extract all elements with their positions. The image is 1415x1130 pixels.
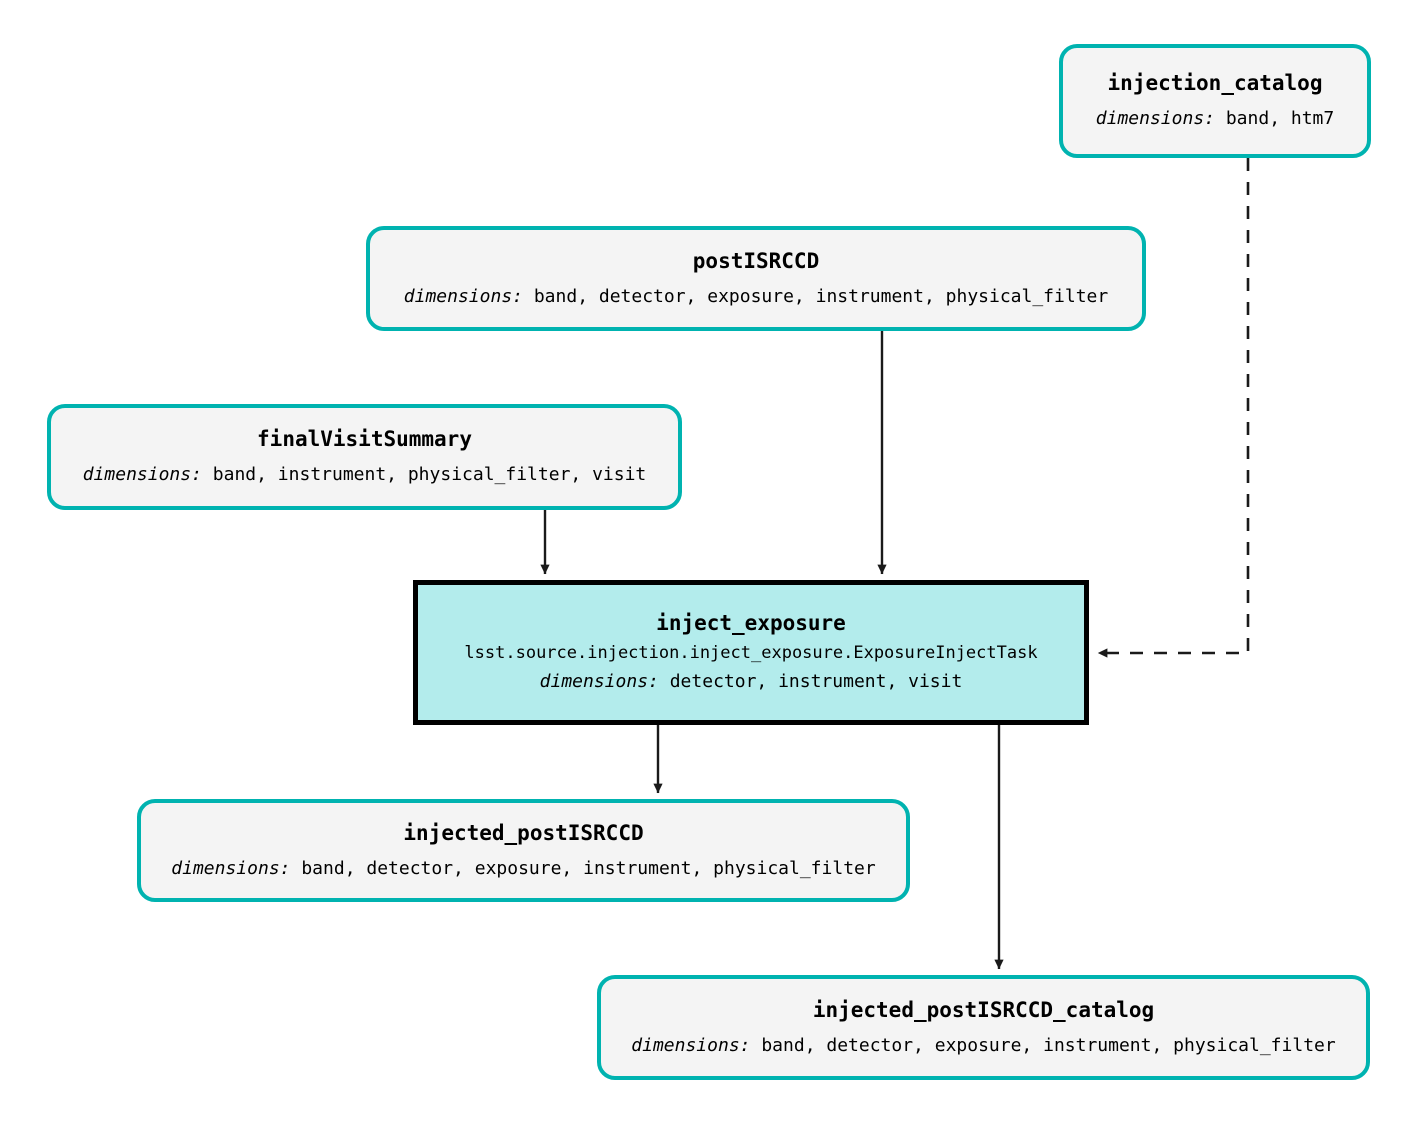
node-injected-postisrccd-catalog[interactable]: injected_postISRCCD_catalog dimensions: …	[597, 975, 1370, 1080]
node-title: postISRCCD	[692, 248, 820, 273]
dimensions-value: detector, instrument, visit	[669, 671, 963, 693]
node-injected-postisrccd[interactable]: injected_postISRCCD dimensions: band, de…	[137, 799, 910, 902]
node-dimensions: dimensions: detector, instrument, visit	[540, 672, 963, 693]
node-title: injected_postISRCCD	[403, 820, 644, 845]
node-title: injected_postISRCCD_catalog	[812, 997, 1155, 1022]
node-inject-exposure[interactable]: inject_exposure lsst.source.injection.in…	[413, 580, 1089, 725]
dimensions-label: dimensions:	[82, 464, 202, 486]
node-dimensions: dimensions: band, instrument, physical_f…	[82, 464, 647, 486]
node-dimensions: dimensions: band, detector, exposure, in…	[403, 285, 1109, 308]
node-finalvisitsummary[interactable]: finalVisitSummary dimensions: band, inst…	[47, 404, 682, 510]
dimensions-value: band, instrument, physical_filter, visit	[212, 464, 647, 486]
dimensions-label: dimensions:	[171, 857, 291, 879]
dimensions-value: band, detector, exposure, instrument, ph…	[761, 1034, 1336, 1056]
node-title: injection_catalog	[1107, 71, 1323, 96]
node-title: finalVisitSummary	[257, 427, 472, 452]
node-dimensions: dimensions: band, detector, exposure, in…	[631, 1034, 1336, 1057]
dimensions-label: dimensions:	[539, 671, 659, 693]
dimensions-value: band, detector, exposure, instrument, ph…	[301, 857, 876, 879]
dimensions-label: dimensions:	[631, 1034, 751, 1056]
node-injection-catalog[interactable]: injection_catalog dimensions: band, htm7	[1059, 44, 1371, 158]
node-title: inject_exposure	[656, 610, 846, 635]
node-class-path: lsst.source.injection.inject_exposure.Ex…	[464, 642, 1038, 663]
node-dimensions: dimensions: band, htm7	[1095, 108, 1335, 130]
dimensions-value: band, htm7	[1225, 108, 1335, 130]
node-postisrccd[interactable]: postISRCCD dimensions: band, detector, e…	[366, 226, 1146, 331]
dimensions-label: dimensions:	[1095, 108, 1215, 130]
node-dimensions: dimensions: band, detector, exposure, in…	[171, 857, 876, 880]
dimensions-label: dimensions:	[403, 285, 523, 307]
dimensions-value: band, detector, exposure, instrument, ph…	[533, 285, 1109, 307]
